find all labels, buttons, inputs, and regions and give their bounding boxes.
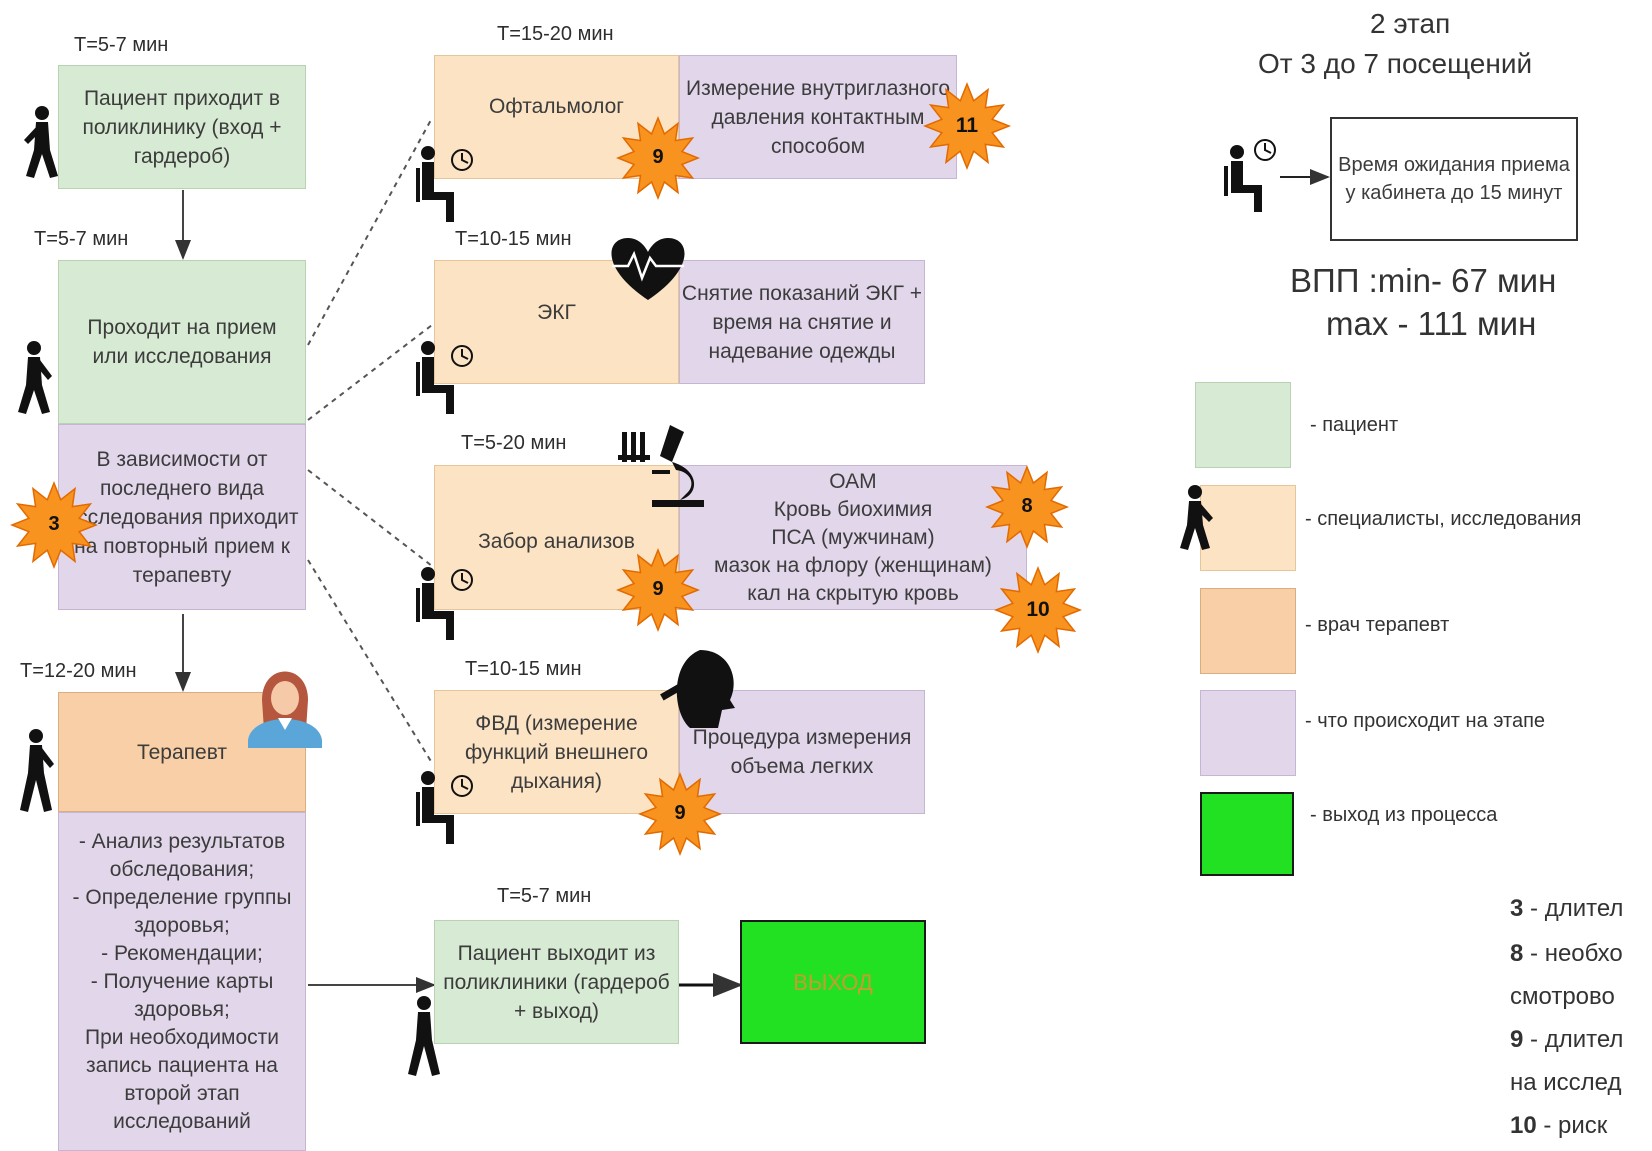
burst-11-shape (922, 81, 1012, 171)
legend-swatch-exit (1200, 792, 1294, 876)
ecg-detail-box: Снятие показаний ЭКГ + время на снятие и… (679, 260, 925, 384)
time-label-arrival: T=5-7 мин (74, 34, 169, 56)
walking-person-icon (20, 729, 54, 812)
seated-person-icon (416, 567, 454, 640)
burst-8: 8 (1021, 495, 1033, 517)
heart-ecg-icon (611, 238, 685, 300)
dash-ophthalmologist (307, 117, 433, 346)
seated-person-icon (416, 146, 454, 222)
doctor-avatar-icon (248, 671, 322, 748)
patient-arrives-box: Пациент приходит в поликлинику (вход + г… (58, 65, 306, 189)
burst-9b-shape (615, 547, 701, 633)
burst-3: 3 (48, 513, 60, 535)
note-8: 8 - необхо (1510, 940, 1623, 967)
microscope-icon (652, 425, 704, 507)
time-label-fvd: T=10-15 мин (465, 658, 582, 680)
legend-label-exit: - выход из процесса (1310, 804, 1498, 826)
time-label-ophthalmologist: T=15-20 мин (497, 23, 614, 45)
note-3: 3 - длител (1510, 895, 1624, 922)
patient-exits-box: Пациент выходит из поликлиники (гардероб… (434, 920, 679, 1044)
burst-9-ophthalmologist: 9 (652, 146, 664, 168)
time-label-analyses: T=5-20 мин (461, 432, 567, 454)
note-9-cont: на исслед (1510, 1069, 1622, 1096)
seated-person-icon (416, 341, 454, 414)
walking-person-icon (24, 106, 58, 178)
burst-10: 10 (1026, 598, 1050, 621)
vpp-min: ВПП :min- 67 мин (1290, 262, 1557, 299)
burst-9a-shape (615, 115, 701, 201)
legend-swatch-specialists (1200, 485, 1296, 571)
time-label-exit: T=5-7 мин (497, 885, 592, 907)
fvd-box: ФВД (измерение функций внешнего дыхания) (434, 690, 679, 814)
burst-9c-shape (637, 771, 723, 857)
legend-label-stage: - что происходит на этапе (1305, 710, 1546, 732)
dash-analyses (307, 469, 433, 567)
walking-person-icon (1180, 485, 1213, 550)
visit-box: Проходит на прием или исследования (58, 260, 306, 424)
seated-person-icon (416, 771, 454, 844)
legend-label-specialists: - специалисты, исследования (1305, 508, 1582, 530)
legend-swatch-stage (1200, 690, 1296, 776)
walking-person-icon (18, 341, 52, 414)
note-8-cont: смотрово (1510, 983, 1615, 1010)
note-10: 10 - риск (1510, 1112, 1608, 1139)
legend-label-patient: - пациент (1310, 414, 1399, 436)
time-label-visit: T=5-7 мин (34, 228, 129, 250)
burst-9-fvd: 9 (674, 802, 686, 824)
stage-visits: От 3 до 7 посещений (1258, 48, 1533, 79)
clock-icon (451, 139, 1276, 797)
time-label-therapist: T=12-20 мин (20, 660, 137, 682)
legend-swatch-therapist (1200, 588, 1296, 674)
burst-8-shape (984, 464, 1070, 550)
burst-9-analyses: 9 (652, 578, 664, 600)
burst-10-shape (993, 565, 1083, 655)
therapist-detail-box: - Анализ результатов обследования; - Опр… (58, 812, 306, 1151)
visit-detail-box: В зависимости от последнего вида исследо… (58, 424, 306, 610)
ophthalmologist-detail-box: Измерение внутриглазного давления контак… (679, 55, 957, 179)
seated-person-icon (1224, 145, 1262, 212)
burst-3-shape (9, 480, 99, 570)
walking-person-icon (408, 996, 440, 1076)
burst-11: 11 (955, 114, 979, 137)
test-tubes-icon (618, 432, 650, 462)
legend-label-therapist: - врач терапевт (1305, 614, 1450, 636)
dash-ecg (307, 324, 433, 421)
vpp-max: max - 111 мин (1326, 305, 1537, 342)
wait-time-box: Время ожидания приема у кабинета до 15 м… (1330, 117, 1578, 241)
legend-swatch-patient (1195, 382, 1291, 468)
analyses-detail-box: ОАМ Кровь биохимия ПСА (мужчинам) мазок … (679, 465, 1027, 610)
breathing-test-icon (660, 650, 735, 728)
fvd-detail-box: Процедура измерения объема легких (679, 690, 925, 814)
note-9: 9 - длител (1510, 1026, 1624, 1053)
time-label-ecg: T=10-15 мин (455, 228, 572, 250)
exit-final-box: ВЫХОД (740, 920, 926, 1044)
stage-title: 2 этап (1370, 8, 1451, 39)
